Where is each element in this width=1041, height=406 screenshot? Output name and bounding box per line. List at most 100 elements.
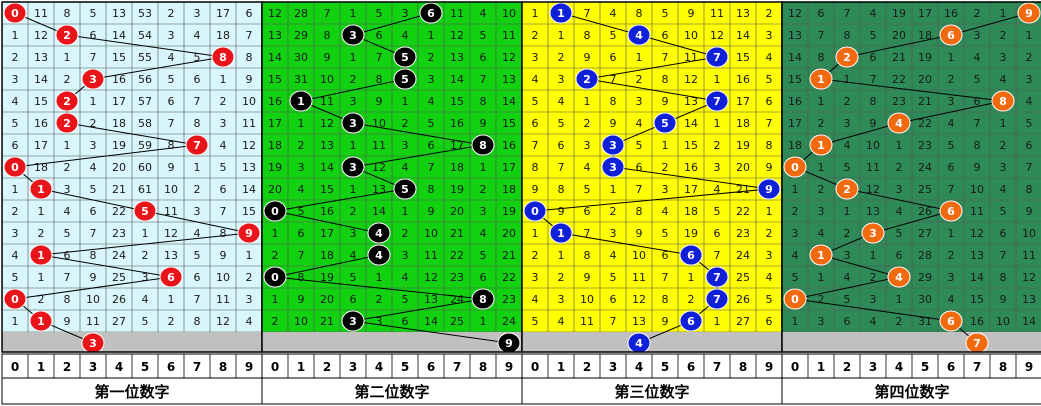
cell-value: 4 bbox=[1000, 73, 1007, 86]
digit-label: 8 bbox=[479, 360, 487, 374]
cell-value: 9 bbox=[584, 271, 591, 284]
draw-ball-label: 2 bbox=[843, 183, 851, 196]
cell-value: 3 bbox=[818, 315, 825, 328]
cell-value: 2 bbox=[194, 183, 201, 196]
draw-ball bbox=[367, 244, 391, 266]
cell-value: 1 bbox=[688, 271, 695, 284]
cell-value: 4 bbox=[844, 271, 851, 284]
next-ball-label: 9 bbox=[505, 337, 513, 350]
cell-value: 17 bbox=[918, 7, 932, 20]
cell-value: 3 bbox=[402, 7, 409, 20]
cell-value: 29 bbox=[294, 29, 308, 42]
cell-value: 17 bbox=[216, 7, 230, 20]
cell-value: 19 bbox=[268, 161, 282, 174]
cell-value: 4 bbox=[818, 227, 825, 240]
cell-value: 4 bbox=[220, 139, 227, 152]
cell-value: 6 bbox=[402, 315, 409, 328]
cell-value: 13 bbox=[320, 139, 334, 152]
cell-value: 6 bbox=[64, 249, 71, 262]
cell-value: 5 bbox=[948, 139, 955, 152]
next-ball bbox=[497, 332, 521, 354]
cell-value: 11 bbox=[86, 315, 100, 328]
cell-value: 8 bbox=[168, 139, 175, 152]
cell-value: 3 bbox=[532, 271, 539, 284]
draw-ball-label: 1 bbox=[557, 227, 565, 240]
next-ball bbox=[965, 332, 989, 354]
cell-value: 7 bbox=[766, 117, 773, 130]
cell-value: 3 bbox=[12, 227, 19, 240]
draw-ball bbox=[601, 134, 625, 156]
draw-ball-label: 0 bbox=[531, 205, 539, 218]
cell-value: 2 bbox=[948, 249, 955, 262]
panel-4-background bbox=[782, 2, 1041, 332]
digit-label: 3 bbox=[609, 360, 617, 374]
draw-ball bbox=[419, 2, 443, 24]
cell-value: 23 bbox=[502, 293, 516, 306]
cell-value: 7 bbox=[1026, 161, 1033, 174]
cell-value: 1 bbox=[38, 205, 45, 218]
cell-value: 5 bbox=[766, 293, 773, 306]
cell-value: 4 bbox=[532, 73, 539, 86]
draw-ball bbox=[601, 156, 625, 178]
cell-value: 3 bbox=[792, 227, 799, 240]
cell-value: 1 bbox=[532, 7, 539, 20]
cell-value: 2 bbox=[896, 315, 903, 328]
draw-ball-label: 4 bbox=[635, 29, 643, 42]
cell-value: 2 bbox=[142, 249, 149, 262]
cell-value: 15 bbox=[684, 139, 698, 152]
cell-value: 53 bbox=[138, 7, 152, 20]
cell-value: 6 bbox=[896, 249, 903, 262]
cell-value: 16 bbox=[450, 117, 464, 130]
cell-value: 19 bbox=[450, 183, 464, 196]
cell-value: 3 bbox=[12, 73, 19, 86]
cell-value: 11 bbox=[502, 29, 516, 42]
draw-ball-label: 9 bbox=[245, 227, 253, 240]
draw-ball-label: 5 bbox=[401, 73, 409, 86]
cell-value: 19 bbox=[892, 7, 906, 20]
cell-value: 8 bbox=[324, 29, 331, 42]
cell-value: 1 bbox=[714, 117, 721, 130]
cell-value: 27 bbox=[112, 315, 126, 328]
cell-value: 3 bbox=[714, 161, 721, 174]
cell-value: 2 bbox=[272, 249, 279, 262]
cell-value: 4 bbox=[792, 249, 799, 262]
cell-value: 6 bbox=[480, 51, 487, 64]
cell-value: 18 bbox=[450, 161, 464, 174]
cell-value: 5 bbox=[584, 183, 591, 196]
cell-value: 10 bbox=[242, 95, 256, 108]
cell-value: 6 bbox=[532, 117, 539, 130]
cell-value: 2 bbox=[350, 73, 357, 86]
digit-label: 9 bbox=[245, 360, 253, 374]
cell-value: 2 bbox=[1000, 29, 1007, 42]
cell-value: 9 bbox=[766, 161, 773, 174]
cell-value: 11 bbox=[450, 7, 464, 20]
cell-value: 14 bbox=[242, 183, 256, 196]
cell-value: 4 bbox=[402, 161, 409, 174]
cell-value: 3 bbox=[246, 293, 253, 306]
draw-ball-label: 1 bbox=[37, 249, 45, 262]
cell-value: 7 bbox=[818, 29, 825, 42]
cell-value: 2 bbox=[1000, 139, 1007, 152]
cell-value: 2 bbox=[532, 249, 539, 262]
draw-ball-label: 0 bbox=[11, 293, 19, 306]
digit-label: 1 bbox=[297, 360, 305, 374]
cell-value: 9 bbox=[64, 315, 71, 328]
cell-value: 20 bbox=[320, 293, 334, 306]
cell-value: 9 bbox=[246, 73, 253, 86]
draw-ball-label: 5 bbox=[401, 183, 409, 196]
panel-2-trend-line bbox=[274, 12, 510, 344]
draw-ball bbox=[159, 266, 183, 288]
cell-value: 3 bbox=[948, 271, 955, 284]
cell-value: 1 bbox=[766, 205, 773, 218]
cell-value: 12 bbox=[34, 29, 48, 42]
draw-ball-label: 1 bbox=[557, 7, 565, 20]
cell-value: 13 bbox=[34, 51, 48, 64]
cell-value: 7 bbox=[220, 205, 227, 218]
draw-ball bbox=[341, 112, 365, 134]
draw-ball bbox=[367, 222, 391, 244]
cell-value: 2 bbox=[766, 227, 773, 240]
cell-value: 5 bbox=[870, 29, 877, 42]
digit-label: 0 bbox=[531, 360, 539, 374]
cell-value: 16 bbox=[268, 95, 282, 108]
cell-value: 7 bbox=[90, 51, 97, 64]
